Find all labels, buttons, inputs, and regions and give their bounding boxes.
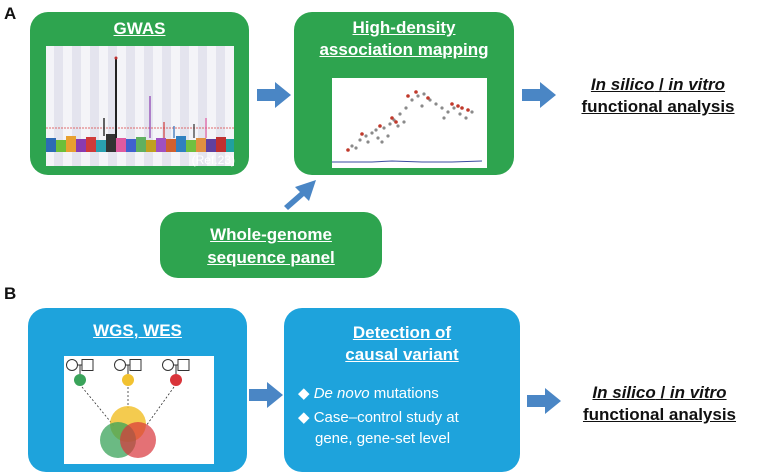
wgs-panel-box: Whole-genome sequence panel: [160, 212, 382, 278]
manhattan-plot: [46, 46, 234, 166]
detection-title-line1: Detection of: [352, 323, 452, 342]
wgs-wes-box: WGS, WES: [28, 308, 247, 472]
wgs-panel-line1: Whole-genome: [210, 225, 332, 244]
wgs-wes-title: WGS, WES: [93, 321, 182, 340]
panel-label-b: B: [4, 284, 17, 303]
arrow-gwas-to-mapping: [257, 82, 291, 108]
output-b-line1: In silico / in vitro: [563, 382, 756, 404]
output-a-italic2: in vitro: [668, 75, 726, 94]
association-scatter-graphic: [332, 78, 487, 168]
output-b-italic2: in vitro: [669, 383, 727, 402]
output-a-italic1: In silico: [590, 75, 655, 94]
output-a-line2: functional analysis: [581, 97, 735, 116]
bullet-case-control-line2: gene, gene-set level: [315, 430, 451, 447]
mapping-title-line2: association mapping: [319, 40, 489, 59]
association-scatter: [332, 78, 487, 168]
gwas-title: GWAS: [113, 19, 166, 38]
diamond-bullet-icon: ◆: [298, 409, 310, 426]
panel-label-a: A: [4, 4, 17, 23]
bullet-de-novo-italic: De novo: [313, 385, 370, 402]
pedigree-venn-panel: [64, 356, 214, 464]
detection-title-line2: causal variant: [345, 345, 459, 364]
mapping-box: High-density association mapping: [294, 12, 514, 175]
bullet-de-novo-rest: mutations: [369, 385, 439, 402]
manhattan-plot-graphic: [46, 46, 234, 166]
output-b-line2: functional analysis: [582, 405, 737, 424]
gwas-reference: (Ref.23): [191, 153, 235, 167]
arrow-wgs-to-detection: [249, 382, 283, 408]
gwas-box: GWAS: [30, 12, 249, 175]
bullet-de-novo: ◆ De novo mutations: [298, 384, 439, 404]
output-b-separator: /: [655, 383, 670, 402]
pedigree-venn-graphic: [66, 359, 190, 458]
arrow-detection-to-output: [527, 388, 561, 414]
output-b-italic1: In silico: [592, 383, 656, 402]
detection-box: Detection of causal variant ◆ De novo mu…: [284, 308, 520, 472]
arrow-panel-to-mapping: [284, 180, 316, 210]
wgs-panel-line2: sequence panel: [207, 248, 335, 267]
bullet-case-control: ◆ Case–control study at: [298, 408, 459, 428]
output-a-separator: /: [654, 75, 669, 94]
mapping-title-line1: High-density: [352, 18, 456, 37]
output-a-line1: In silico / in vitro: [560, 74, 756, 96]
diamond-bullet-icon: ◆: [298, 385, 310, 402]
bullet-case-control-line1: Case–control study at: [313, 409, 459, 426]
arrow-mapping-to-output: [522, 82, 556, 108]
